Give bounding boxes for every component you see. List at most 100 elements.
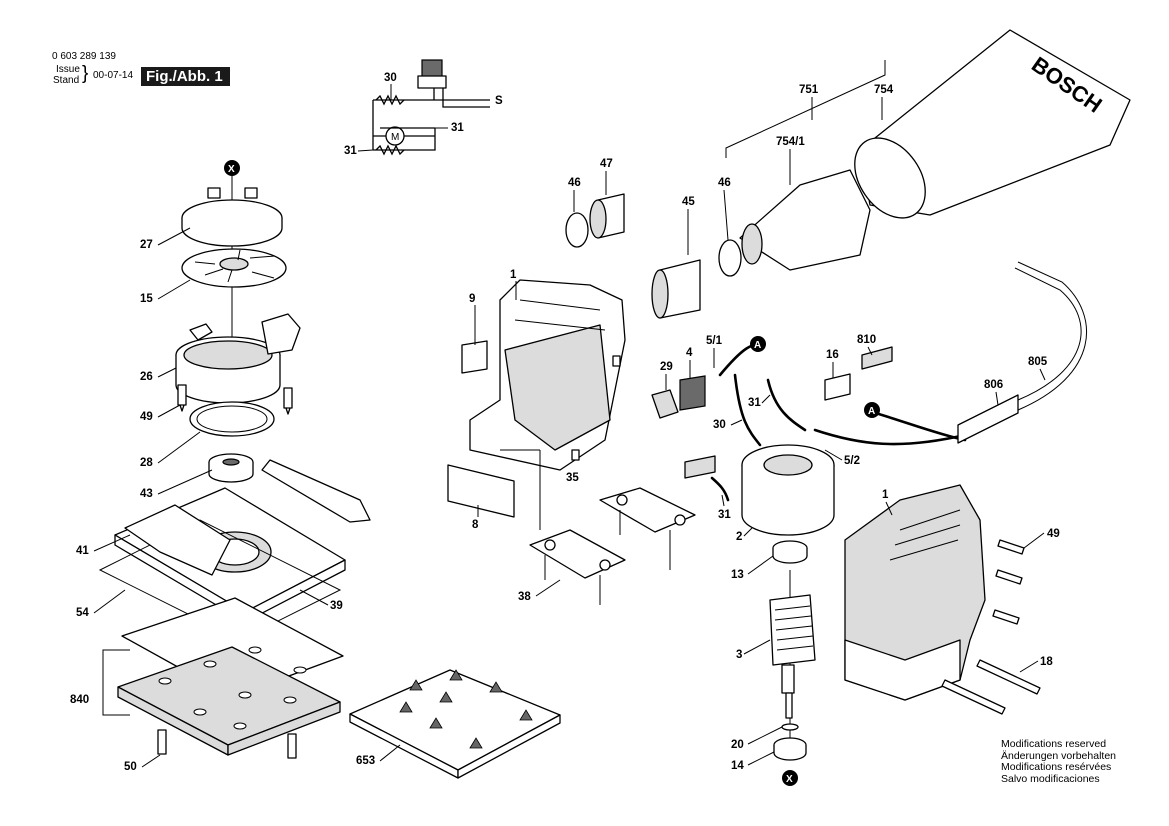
part-9-label bbox=[461, 340, 488, 374]
label-43: 43 bbox=[140, 488, 153, 500]
part-16-brush-holder bbox=[824, 373, 851, 401]
connector-block bbox=[684, 455, 716, 479]
note-line: Modifications resérvées bbox=[1001, 761, 1112, 773]
screw-49-left bbox=[177, 384, 187, 412]
part-labels: 27 15 26 49 28 43 41 54 39 840 50 653 1 bbox=[70, 84, 1060, 773]
label-26: 26 bbox=[140, 371, 153, 383]
label-653: 653 bbox=[356, 755, 375, 767]
marker-a-left bbox=[864, 402, 880, 418]
label-29: 29 bbox=[660, 361, 673, 373]
label-20: 20 bbox=[731, 739, 744, 751]
dust-extraction: BOSCH bbox=[565, 29, 1131, 319]
label-39: 39 bbox=[330, 600, 343, 612]
issue-label: Issue bbox=[56, 64, 80, 75]
label-5-1: 5/1 bbox=[706, 335, 723, 347]
label-50: 50 bbox=[124, 761, 137, 773]
label-35: 35 bbox=[566, 472, 579, 484]
label-13: 13 bbox=[731, 569, 744, 581]
label-18: 18 bbox=[1040, 656, 1053, 668]
switch-and-cable: A A bbox=[651, 261, 1088, 502]
label-46-left: 46 bbox=[568, 177, 581, 189]
label-754-1: 754/1 bbox=[776, 136, 805, 148]
label-754: 754 bbox=[874, 84, 894, 96]
switch-terminal-label: S bbox=[495, 95, 503, 107]
marker-a-right bbox=[750, 336, 766, 352]
label-47: 47 bbox=[600, 158, 613, 170]
label-31-upper: 31 bbox=[748, 397, 761, 409]
marker-a-right-label: A bbox=[754, 340, 761, 351]
switch-symbol bbox=[421, 59, 443, 79]
label-9: 9 bbox=[469, 293, 475, 305]
part-653-punch-plate bbox=[349, 669, 561, 779]
label-14: 14 bbox=[731, 760, 744, 772]
screw-50-left bbox=[157, 729, 167, 755]
housing-half bbox=[447, 279, 696, 605]
part-806-strain-relief bbox=[957, 394, 1019, 444]
label-806: 806 bbox=[984, 379, 1003, 391]
part-28-ring bbox=[189, 401, 275, 437]
screw-50-right bbox=[287, 733, 297, 759]
part-805-cable bbox=[1014, 261, 1088, 411]
base-assembly: X bbox=[98, 160, 371, 759]
wiring-schematic: M S 30 31 31 bbox=[344, 59, 503, 157]
label-46-right: 46 bbox=[718, 177, 731, 189]
part-18-screw bbox=[976, 659, 1041, 695]
schematic-label-31-right: 31 bbox=[451, 122, 464, 134]
label-28: 28 bbox=[140, 457, 153, 469]
label-38: 38 bbox=[518, 591, 531, 603]
label-2: 2 bbox=[736, 531, 742, 543]
part-754-dust-bag bbox=[859, 29, 1131, 216]
figure-label: Fig./Abb. 1 bbox=[141, 67, 230, 86]
part-8-nameplate bbox=[447, 464, 515, 518]
label-49-right: 49 bbox=[1047, 528, 1060, 540]
marker-x-top bbox=[224, 160, 240, 176]
part-41-lever bbox=[124, 504, 231, 576]
motor-assembly: X bbox=[741, 444, 835, 786]
note-line: Modifications reserved bbox=[1001, 738, 1107, 750]
label-41: 41 bbox=[76, 545, 89, 557]
part-46-ring-left bbox=[565, 212, 589, 248]
stand-label: Stand bbox=[53, 75, 80, 86]
label-16: 16 bbox=[826, 349, 839, 361]
label-751: 751 bbox=[799, 84, 819, 96]
label-49-left: 49 bbox=[140, 411, 153, 423]
marker-x-bottom bbox=[782, 770, 798, 786]
part-754-1-nozzle bbox=[739, 169, 871, 271]
label-1: 1 bbox=[510, 269, 517, 281]
label-805: 805 bbox=[1028, 356, 1048, 368]
schematic-label-30: 30 bbox=[384, 72, 397, 84]
part-810-brush bbox=[861, 346, 893, 370]
part-29-cover bbox=[651, 389, 679, 419]
label-4: 4 bbox=[686, 347, 693, 359]
housing-half-right bbox=[844, 484, 1041, 715]
note-line: Änderungen vorbehalten bbox=[1001, 749, 1117, 762]
document-number: 0 603 289 139 bbox=[52, 51, 116, 62]
label-1-right: 1 bbox=[882, 489, 889, 501]
motor-symbol-label: M bbox=[391, 132, 399, 143]
part-20-washer bbox=[781, 723, 799, 731]
modifications-notice: Modifications reserved Änderungen vorbeh… bbox=[1001, 738, 1117, 785]
marker-x-bottom-label: X bbox=[786, 774, 793, 785]
label-30: 30 bbox=[713, 419, 726, 431]
label-810: 810 bbox=[857, 334, 876, 346]
label-31-lower: 31 bbox=[718, 509, 731, 521]
label-8: 8 bbox=[472, 519, 479, 531]
schematic-label-31-left: 31 bbox=[344, 145, 357, 157]
issue-date: 00-07-14 bbox=[93, 70, 134, 81]
part-35-pin bbox=[571, 449, 580, 461]
marker-x-top-label: X bbox=[228, 164, 235, 175]
brace-glyph: } bbox=[82, 63, 89, 84]
part-4-switch bbox=[679, 375, 706, 411]
marker-a-left-label: A bbox=[868, 406, 875, 417]
note-line: Salvo modificaciones bbox=[1001, 772, 1100, 785]
part-38-clamp-left bbox=[529, 529, 626, 579]
label-3: 3 bbox=[736, 649, 742, 661]
bracket-751 bbox=[725, 60, 886, 158]
label-15: 15 bbox=[140, 293, 153, 305]
label-5-2: 5/2 bbox=[844, 455, 860, 467]
label-54: 54 bbox=[76, 607, 89, 619]
screw-49-right bbox=[283, 387, 293, 415]
label-840: 840 bbox=[70, 694, 89, 706]
